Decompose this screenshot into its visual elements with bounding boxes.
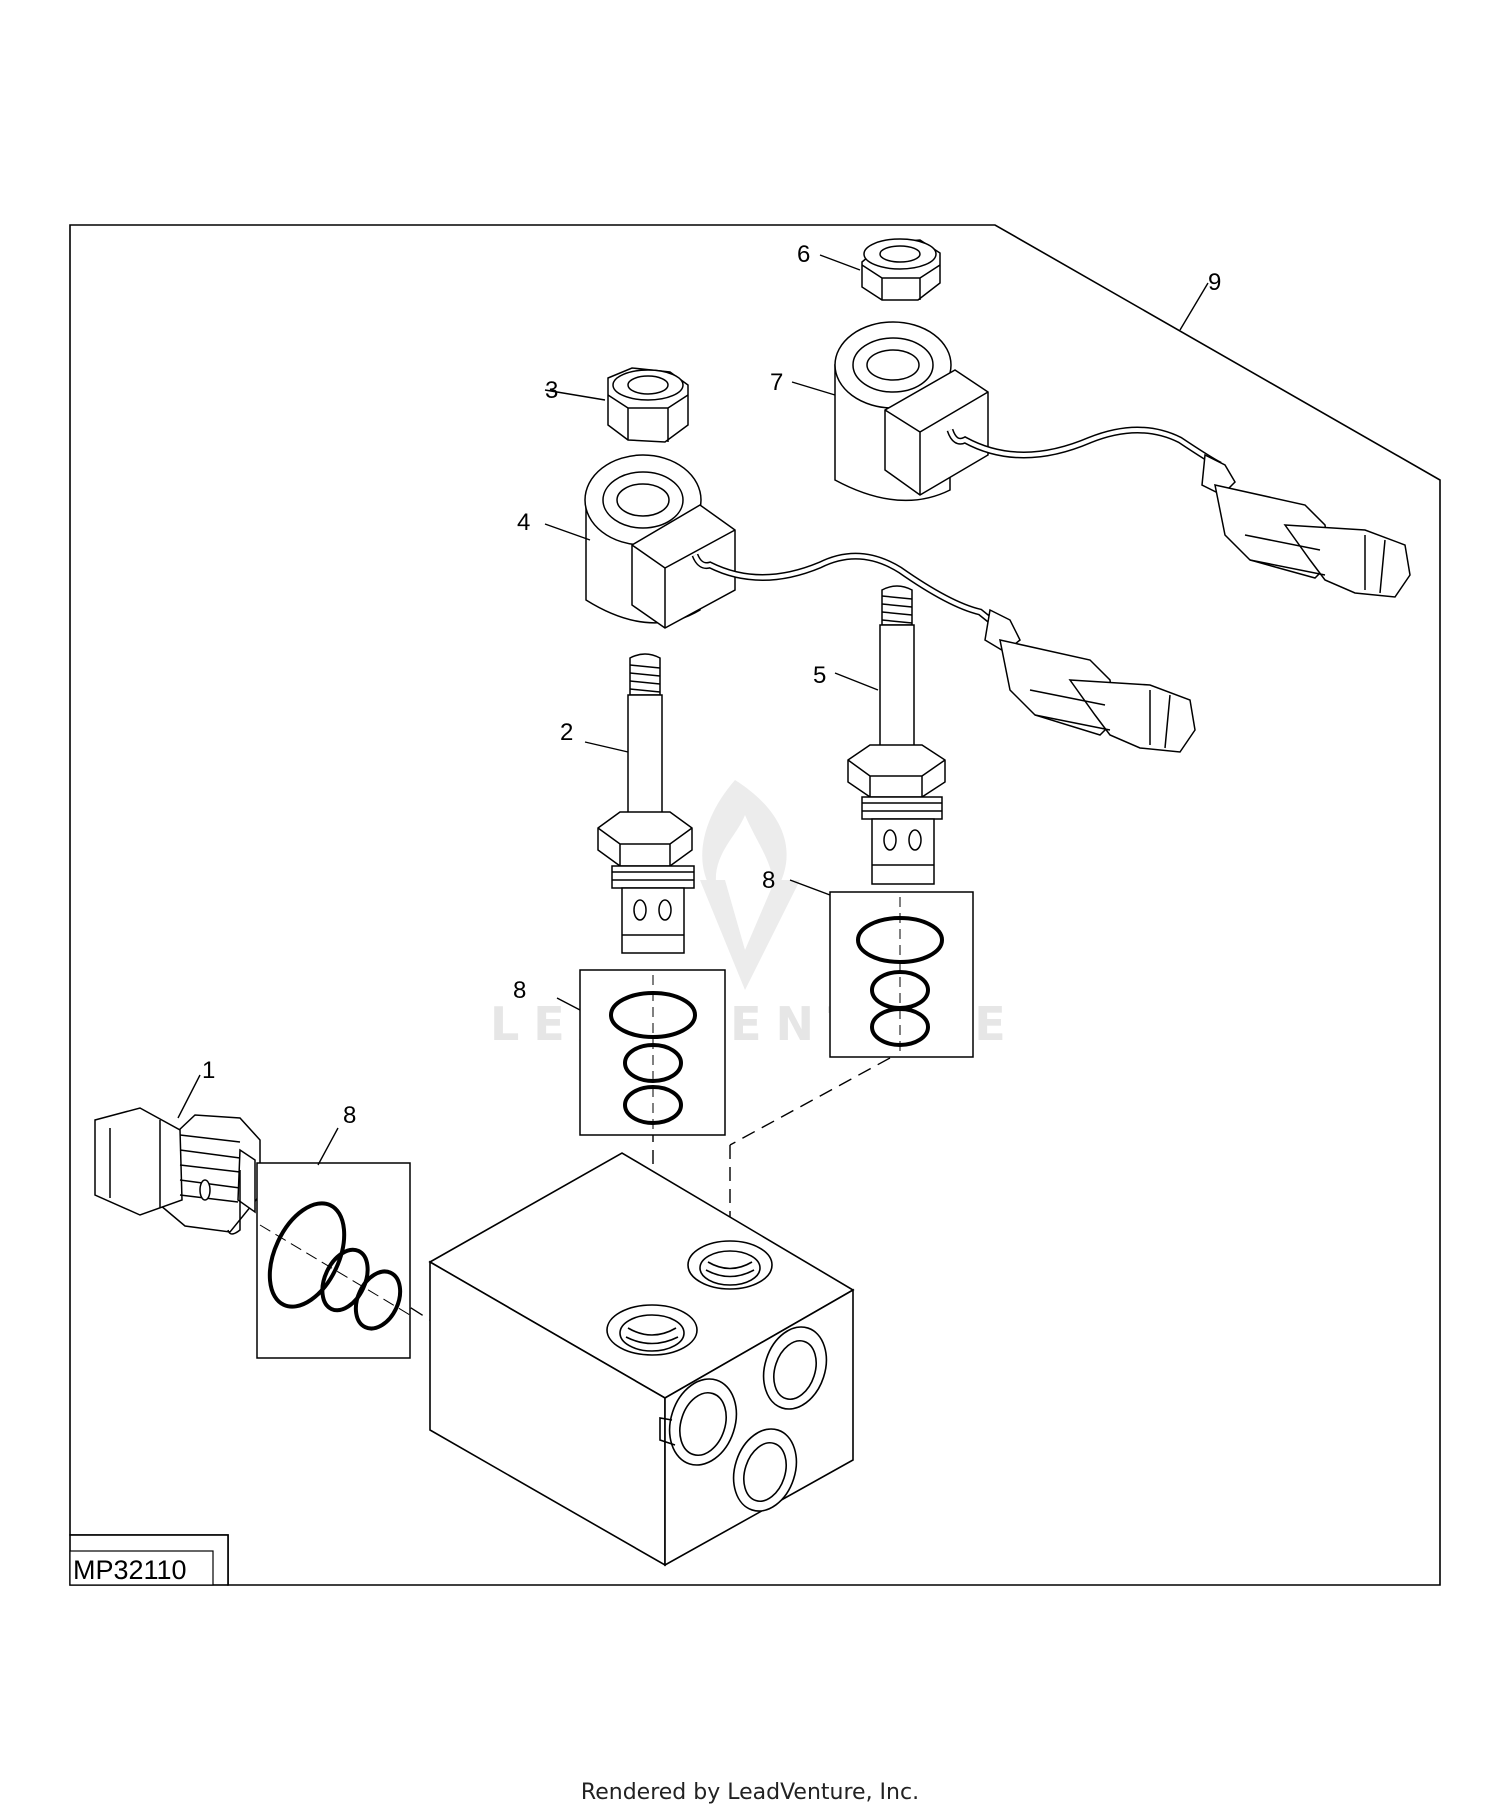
hex-nut-left [607,367,689,443]
callout-7: 7 [770,369,783,396]
figure-id: MP32110 [73,1555,187,1585]
callout-4: 4 [517,509,530,536]
cartridge-valve-right [847,585,946,885]
cartridge-valve-left [597,653,695,954]
callout-8-right: 8 [762,867,775,894]
watermark-v-icon [700,880,800,990]
footer-credit: Rendered by LeadVenture, Inc. [581,1780,919,1805]
callout-9: 9 [1208,269,1221,296]
hex-nut-right [861,238,941,301]
callouts: 1 2 3 4 5 6 7 8 8 8 9 [202,241,1221,1129]
solenoid-coil-left [584,454,1196,753]
plug-fitting [94,1107,261,1235]
valve-manifold-block [428,1152,855,1567]
callout-5: 5 [813,662,826,689]
o-ring-kit-center [579,969,726,1136]
o-ring-kit-left [256,1162,411,1359]
callout-6: 6 [797,241,810,268]
o-ring-kit-right [829,891,974,1058]
callout-2: 2 [560,719,573,746]
callout-3: 3 [545,377,558,404]
solenoid-coil-right [834,321,1411,598]
callout-1: 1 [202,1057,215,1084]
callout-8-left: 8 [343,1102,356,1129]
watermark-flame-icon [702,780,787,900]
leader-lines [177,254,1209,1166]
figure-id-box: MP32110 [69,1534,229,1586]
callout-8-center: 8 [513,977,526,1004]
